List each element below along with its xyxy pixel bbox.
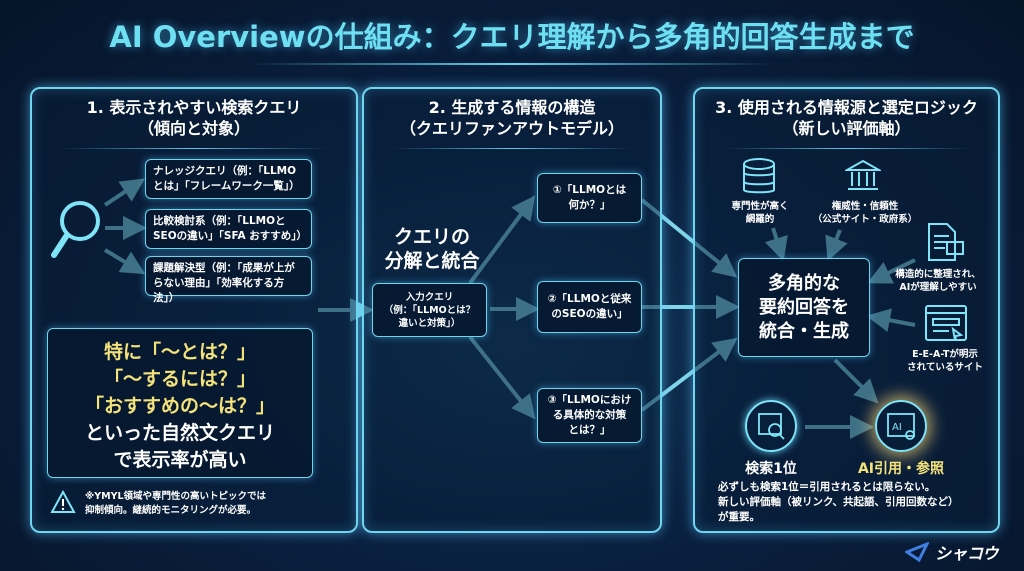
line: 専門性が高く — [731, 201, 789, 212]
label-line: クエリの — [393, 226, 470, 248]
query-type-comparison: 比較検討系（例：「LLMOとSEOの違い」「SFA おすすめ」） — [145, 209, 312, 249]
line: とは？」 — [568, 424, 611, 436]
divider — [60, 148, 330, 149]
heading-line: 3. 使用される情報源と選定ロジック — [715, 98, 978, 117]
panel3-heading: 3. 使用される情報源と選定ロジック （新しい評価軸） — [693, 97, 1000, 139]
line: ③「LLMOにおけ — [547, 394, 632, 406]
title-divider — [250, 63, 774, 65]
highlight-box: 特に「〜とは？」 「〜するには？」 「おすすめの〜は？」 といった自然文クエリ … — [47, 328, 313, 478]
line: 網羅的 — [745, 214, 775, 225]
heading-line: （新しい評価軸） — [782, 119, 911, 138]
warning-line: 抑制傾向。継続的モニタリングが必要。 — [85, 505, 257, 516]
line: ②「LLMOと従来 — [547, 293, 632, 305]
line: 多角的な — [768, 272, 840, 294]
source-authority: 権威性・信頼性 （公式サイト・政府系） — [800, 200, 930, 226]
line: 何か？」 — [568, 199, 611, 211]
svg-text:AI: AI — [892, 422, 902, 433]
warning-text: ※YMYL領域や専門性の高いトピックでは 抑制傾向。継続的モニタリングが必要。 — [85, 490, 345, 518]
highlight-line: で表示率が高い — [113, 449, 247, 471]
search-rank-icon — [745, 400, 797, 452]
subquery-2: ②「LLMOと従来のSEOの違い」 — [537, 281, 642, 333]
line: （例：「LLMOとは？ — [383, 304, 476, 316]
subquery-3: ③「LLMOにおける具体的な対策とは？」 — [537, 388, 642, 443]
line: （公式サイト・政府系） — [812, 214, 918, 225]
input-query-box: 入力クエリ （例：「LLMOとは？ 違いと対策」） — [372, 283, 487, 337]
line: 入力クエリ — [405, 291, 454, 303]
ai-citation-label: AI引用・参照 — [857, 461, 945, 477]
line: 要約回答を — [759, 296, 849, 318]
heading-line: （クエリファンアウトモデル） — [399, 119, 624, 138]
heading-line: （傾向と対象） — [137, 119, 250, 138]
line: 統合・生成 — [759, 320, 849, 342]
magnifier-icon — [48, 195, 108, 265]
synthesis-box: 多角的な要約回答を統合・生成 — [738, 258, 870, 357]
line: 権威性・信頼性 — [831, 201, 899, 212]
divider — [392, 148, 632, 149]
heading-line: 2. 生成する情報の構造 — [428, 98, 596, 117]
ai-citation-icon: AI — [875, 400, 927, 452]
query-type-problem-solving: 課題解決型（例：「成果が上がらない理由」「効率化する方法」） — [145, 256, 312, 304]
highlight-line: 「〜するには？」 — [103, 368, 256, 390]
line: されているサイト — [907, 362, 983, 373]
line: E-E-A-Tが明示 — [912, 349, 978, 360]
line: のSEOの違い」 — [551, 308, 628, 320]
divider — [725, 148, 970, 149]
line: る具体的な対策 — [552, 409, 627, 421]
source-expertise: 専門性が高く網羅的 — [720, 200, 800, 226]
warning-icon — [50, 490, 76, 514]
source-structured: 構造的に整理され、 AIが理解しやすい — [878, 268, 998, 294]
line: 新しい評価軸（被リンク、共起語、引用回数など） — [718, 496, 959, 508]
line: AIが理解しやすい — [899, 282, 977, 293]
logo-text: シャコウ — [935, 544, 999, 563]
query-type-knowledge: ナレッジクエリ（例：「LLMOとは」「フレームワーク一覧」） — [145, 159, 312, 199]
logo-mark-icon — [905, 542, 929, 562]
highlight-line: 特に「〜とは？」 — [103, 341, 256, 363]
label-line: 分解と統合 — [384, 250, 480, 272]
decompose-label: クエリの 分解と統合 — [372, 225, 492, 273]
subquery-1: ①「LLMOとは何か？」 — [537, 173, 642, 223]
warning-line: ※YMYL領域や専門性の高いトピックでは — [85, 491, 267, 502]
line: 構造的に整理され、 — [895, 269, 981, 280]
search-rank-label: 検索1位 — [745, 461, 797, 477]
highlight-line: 「おすすめの〜は？」 — [84, 395, 275, 417]
line: ①「LLMOとは — [552, 184, 627, 196]
source-eeat: E-E-A-Tが明示されているサイト — [890, 348, 1000, 374]
panel2-heading: 2. 生成する情報の構造 （クエリファンアウトモデル） — [362, 97, 662, 139]
line: 必ずしも検索1位＝引用されるとは限らない。 — [718, 481, 936, 493]
evaluation-note: 必ずしも検索1位＝引用されるとは限らない。新しい評価軸（被リンク、共起語、引用回… — [718, 480, 998, 525]
heading-line: 1. 表示されやすい検索クエリ — [86, 98, 302, 117]
panel1-heading: 1. 表示されやすい検索クエリ （傾向と対象） — [30, 97, 358, 139]
page-title: AI Overviewの仕組み：クエリ理解から多角的回答生成まで — [109, 20, 915, 54]
line: 違いと対策」） — [398, 317, 461, 329]
brand-logo: シャコウ — [905, 540, 1015, 564]
highlight-line: といった自然文クエリ — [84, 422, 275, 444]
line: が重要。 — [718, 511, 760, 523]
